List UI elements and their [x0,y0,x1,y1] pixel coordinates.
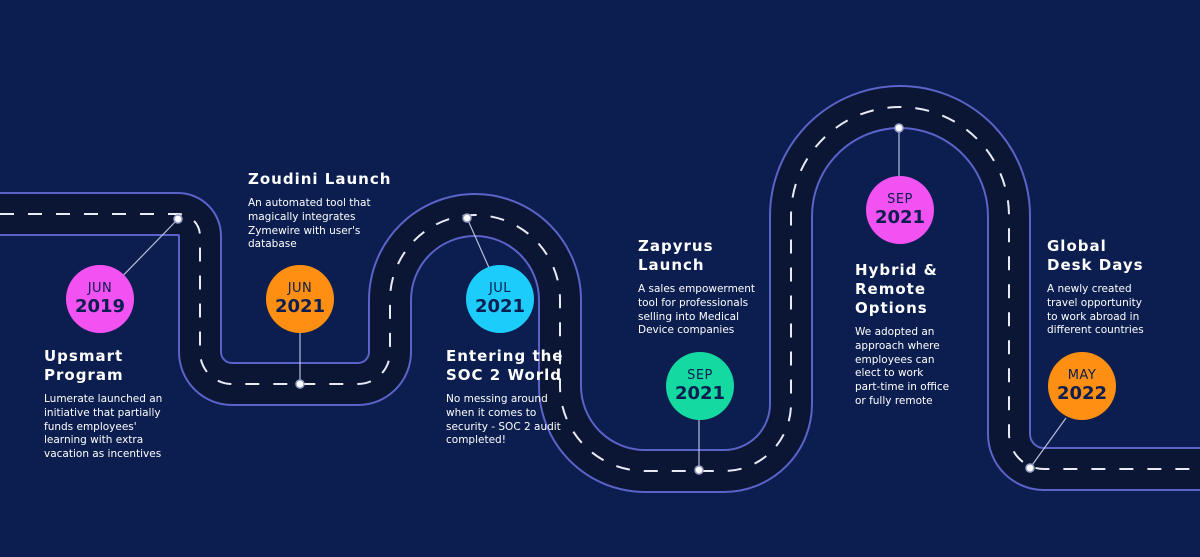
milestone-description: Lumerate launched an initiative that par… [44,393,163,461]
milestone-description: An automated tool that magically integra… [248,197,371,251]
connector-line [1029,417,1067,469]
milestone-zapyrus: Zapyrus Launch A sales empowerment tool … [638,237,788,338]
milestone-description: A sales empowerment tool for professiona… [638,283,756,337]
badge-month: JUL [488,281,512,296]
milestone-description: No messing around when it comes to secur… [446,393,561,447]
date-badge-2: JUN 2021 [266,265,334,333]
badge-month: MAY [1067,368,1097,383]
milestone-marker [694,465,704,475]
milestone-marker [173,214,183,224]
milestone-title: Zapyrus Launch [638,237,714,274]
milestone-title: Upsmart Program [44,347,124,384]
badge-year: 2021 [274,296,326,317]
badge-year: 2021 [874,207,926,228]
milestone-title: Zoudini Launch [248,170,392,188]
date-badge-3: JUL 2021 [466,265,534,333]
date-badge-5: SEP 2021 [866,176,934,244]
milestone-title: Entering the SOC 2 World [446,347,564,384]
date-badge-6: MAY 2022 [1048,352,1116,420]
milestone-marker [462,213,472,223]
date-badge-4: SEP 2021 [666,352,734,420]
milestone-description: We adopted an approach where employees c… [855,326,950,407]
badge-year: 2019 [74,296,126,317]
milestone-marker [894,123,904,133]
milestone-soc2: Entering the SOC 2 World No messing arou… [446,347,596,448]
milestone-global-desk: Global Desk Days A newly created travel … [1047,237,1187,338]
milestone-zoudini: Zoudini Launch An automated tool that ma… [248,170,398,252]
badge-month: JUN [87,281,113,296]
milestone-title: Hybrid & Remote Options [855,261,938,317]
badge-month: JUN [287,281,313,296]
badge-year: 2022 [1056,383,1108,404]
milestone-title: Global Desk Days [1047,237,1144,274]
badge-month: SEP [887,192,913,207]
badge-year: 2021 [474,296,526,317]
milestone-upsmart: Upsmart Program Lumerate launched an ini… [44,347,194,462]
connector-line [466,217,491,271]
milestone-description: A newly created travel opportunity to wo… [1047,283,1144,337]
date-badge-1: JUN 2019 [66,265,134,333]
milestone-marker [1025,463,1035,473]
badge-year: 2021 [674,383,726,404]
milestone-marker [295,379,305,389]
milestone-hybrid: Hybrid & Remote Options We adopted an ap… [855,261,985,409]
badge-month: SEP [687,368,713,383]
